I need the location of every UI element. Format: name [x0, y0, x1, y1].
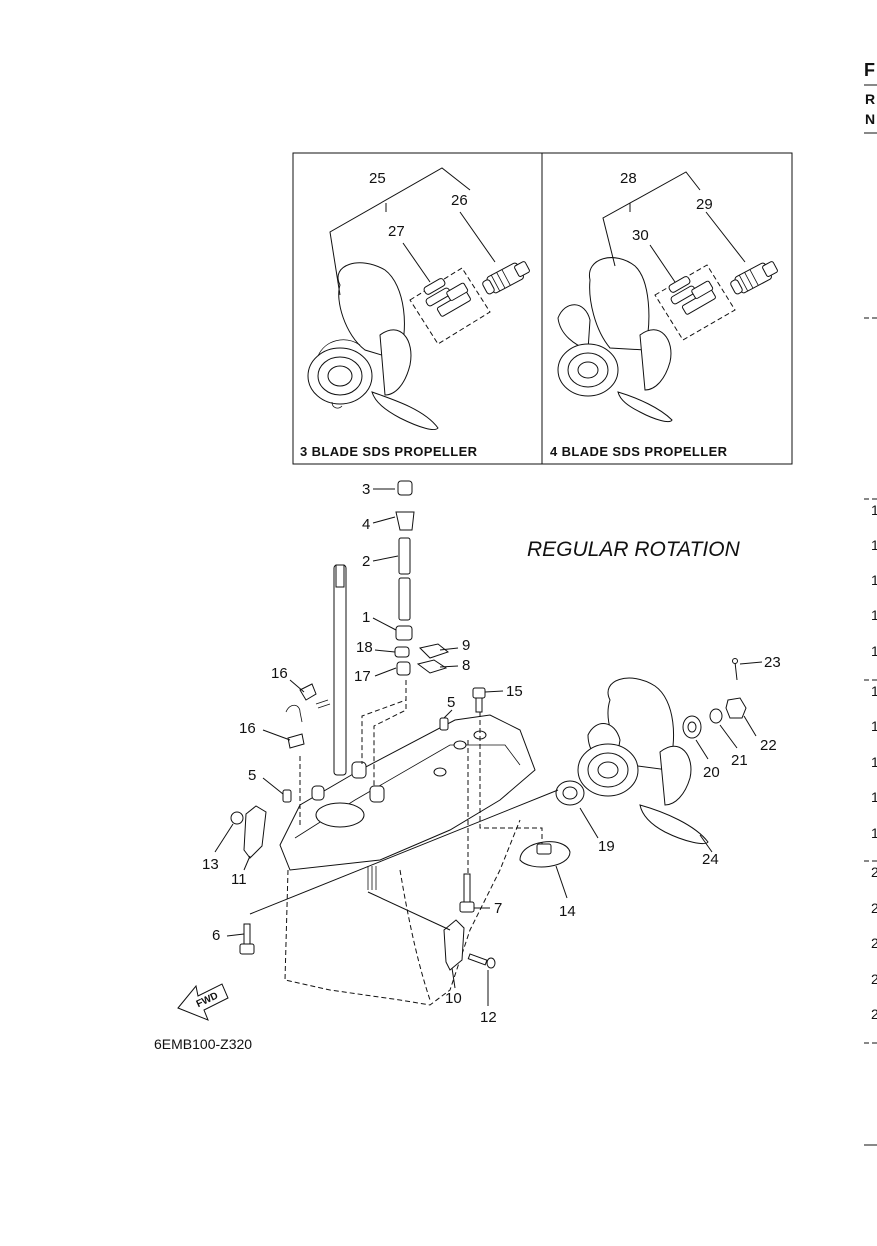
- edge-row-mark: 2: [871, 935, 877, 951]
- callout-13: 13: [202, 856, 219, 873]
- callout-numbers: 25 26 27 28 29 30 3 4 2 1 18 17 9 8 16 1…: [202, 170, 781, 1026]
- callout-4: 4: [362, 516, 370, 533]
- edge-row-mark: 1: [871, 789, 877, 805]
- callout-12: 12: [480, 1009, 497, 1026]
- callout-17: 17: [354, 668, 371, 685]
- callout-9: 9: [462, 637, 470, 654]
- callout-24: 24: [702, 851, 719, 868]
- callout-6: 6: [212, 927, 220, 944]
- callout-28: 28: [620, 170, 637, 187]
- edge-row-mark: 1: [871, 643, 877, 659]
- edge-row-mark: 1: [871, 825, 877, 841]
- inset-caption-3-blade: 3 BLADE SDS PROPELLER: [300, 444, 478, 459]
- edge-row-mark: 1: [871, 718, 877, 734]
- inset-caption-4-blade: 4 BLADE SDS PROPELLER: [550, 444, 728, 459]
- callout-14: 14: [559, 903, 576, 920]
- edge-header-letter: R: [865, 91, 875, 107]
- callout-2: 2: [362, 553, 370, 570]
- callout-21: 21: [731, 752, 748, 769]
- forward-arrow-icon: FWD: [177, 983, 229, 1021]
- callout-29: 29: [696, 196, 713, 213]
- rotation-title: REGULAR ROTATION: [527, 538, 741, 561]
- figure-code: 6EMB100-Z320: [154, 1036, 252, 1052]
- callout-7: 7: [494, 900, 502, 917]
- callout-19: 19: [598, 838, 615, 855]
- edge-header-letter: F: [864, 60, 875, 80]
- shift-rod-assembly: [394, 480, 450, 676]
- callout-23: 23: [764, 654, 781, 671]
- callout-27: 27: [388, 223, 405, 240]
- edge-row-mark: 2: [871, 900, 877, 916]
- gear-case-hardware: [230, 683, 571, 971]
- sds-propeller-inset: 3 BLADE SDS PROPELLER 4 BLADE SDS PROPEL…: [292, 152, 793, 465]
- main-propeller: [555, 658, 747, 845]
- edge-row-mark: 2: [871, 864, 877, 880]
- edge-row-mark: 1: [871, 572, 877, 588]
- lower-unit-gear-case: [279, 714, 536, 1006]
- edge-row-mark: 1: [871, 537, 877, 553]
- edge-row-mark: 1: [871, 502, 877, 518]
- callout-30: 30: [632, 227, 649, 244]
- callout-25: 25: [369, 170, 386, 187]
- edge-row-mark: 2: [871, 971, 877, 987]
- edge-row-mark: 1: [871, 754, 877, 770]
- callout-26: 26: [451, 192, 468, 209]
- four-blade-propeller-illustration: [557, 171, 778, 423]
- callout-10: 10: [445, 990, 462, 1007]
- edge-header-letter: N: [865, 111, 875, 127]
- callout-11: 11: [231, 871, 247, 888]
- callout-18: 18: [356, 639, 373, 656]
- callout-5-left: 5: [248, 767, 256, 784]
- callout-3: 3: [362, 481, 370, 498]
- three-blade-propeller-illustration: [307, 167, 530, 431]
- edge-row-mark: 1: [871, 607, 877, 623]
- right-edge-column: F R N 1 1 1 1 1 1 1 1 1 1 2 2 2 2 2: [864, 60, 877, 1146]
- callout-16-upper: 16: [271, 665, 288, 682]
- assembly-leader-lines: [214, 488, 763, 1006]
- drive-shaft: [333, 564, 347, 776]
- callout-16-lower: 16: [239, 720, 256, 737]
- edge-row-mark: 1: [871, 683, 877, 699]
- edge-row-mark: 2: [871, 1006, 877, 1022]
- callout-20: 20: [703, 764, 720, 781]
- callout-15: 15: [506, 683, 523, 700]
- callout-5-right: 5: [447, 694, 455, 711]
- callout-22: 22: [760, 737, 777, 754]
- callout-8: 8: [462, 657, 470, 674]
- callout-1: 1: [362, 609, 370, 626]
